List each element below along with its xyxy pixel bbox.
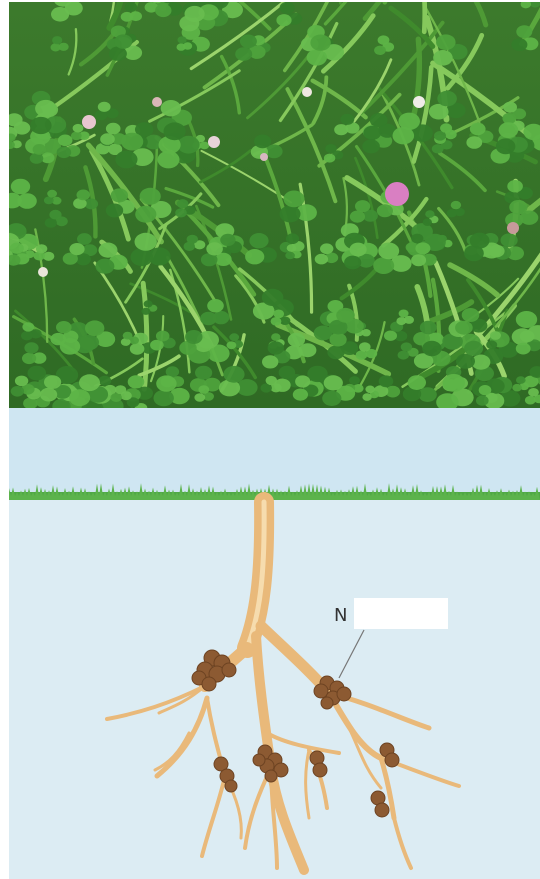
nodule bbox=[337, 687, 351, 701]
clover-flower bbox=[152, 97, 162, 107]
nodule bbox=[202, 677, 216, 691]
nodule bbox=[265, 770, 277, 782]
label-blank-box bbox=[354, 598, 448, 629]
nodule bbox=[222, 663, 236, 677]
nodule bbox=[385, 753, 399, 767]
sky bbox=[9, 408, 540, 496]
nodule bbox=[375, 803, 389, 817]
clover-flower bbox=[82, 115, 96, 129]
clover-flower bbox=[413, 96, 425, 108]
nodule bbox=[225, 780, 237, 792]
clover-field-photo bbox=[9, 2, 540, 408]
clover-flower bbox=[302, 87, 312, 97]
clover-flower bbox=[208, 136, 220, 148]
nodule bbox=[321, 697, 333, 709]
label-letter: N bbox=[334, 605, 347, 626]
nodule bbox=[313, 763, 327, 777]
clover-flower bbox=[507, 222, 519, 234]
clover-flower bbox=[38, 267, 48, 277]
nodule bbox=[253, 754, 265, 766]
clover-flower bbox=[260, 153, 268, 161]
root-nodule-diagram: N bbox=[9, 408, 540, 879]
clover-flower bbox=[385, 182, 409, 206]
